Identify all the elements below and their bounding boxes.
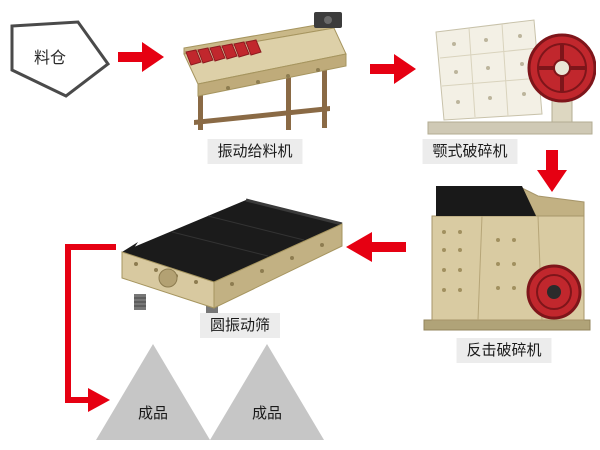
hopper-outline-icon	[10, 20, 111, 98]
elbow-arrow-icon	[65, 244, 116, 412]
arrow-left-icon	[346, 232, 406, 262]
hopper-label: 料仓	[34, 48, 67, 67]
impact-bolts	[442, 230, 516, 292]
jaw-crusher-label: 颚式破碎机	[422, 139, 518, 164]
product-pile-right	[210, 344, 324, 440]
feeder-grizzly-bars	[185, 39, 262, 66]
vibrating-feeder-machine	[183, 12, 347, 130]
hopper-node: 料仓	[8, 18, 113, 100]
product-pile-left	[96, 344, 210, 440]
jaw-flywheel	[527, 33, 596, 103]
screen-deck	[122, 200, 342, 282]
arrow-down-icon	[537, 150, 567, 192]
screen-exciter	[158, 268, 178, 288]
impact-crusher-label: 反击破碎机	[456, 338, 552, 363]
feeder-stand	[194, 66, 330, 130]
product-left-label: 成品	[137, 404, 169, 422]
jaw-bolts	[452, 34, 526, 104]
product-right-label: 成品	[251, 404, 283, 422]
circular-vibrating-screen-machine	[121, 198, 343, 314]
impact-crusher-machine	[423, 186, 591, 331]
jaw-crusher-machine	[427, 19, 596, 135]
arrow-right-icon	[118, 42, 164, 72]
vibrating-screen-label: 圆振动筛	[199, 313, 281, 338]
impact-drive-wheel	[526, 264, 582, 320]
arrow-right-icon	[370, 54, 416, 84]
feeder-label: 振动给料机	[207, 139, 303, 164]
impact-feed-opening	[436, 186, 536, 216]
screen-springs	[134, 294, 218, 314]
